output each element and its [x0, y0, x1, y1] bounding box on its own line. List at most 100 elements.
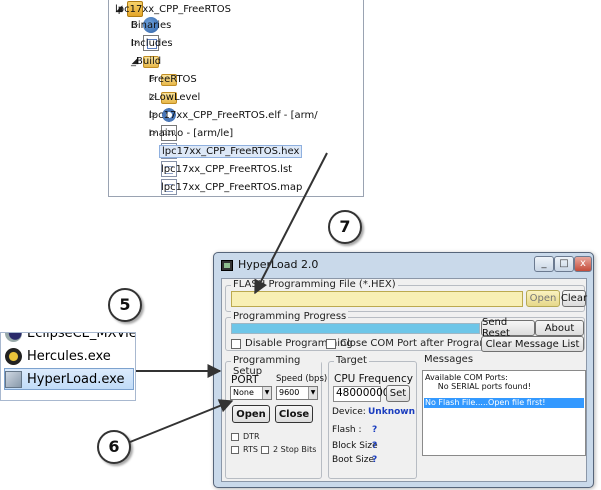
tree-item-freertos[interactable]: ▷ FreeRTOS: [147, 70, 197, 88]
message-line-selected[interactable]: No Flash File.....Open file first!: [424, 398, 584, 408]
tree-item-project[interactable]: ◢ lpc17xx_CPP_FreeRTOS: [113, 0, 231, 18]
port-select[interactable]: None ▼: [230, 386, 272, 400]
cpu-frequency-input[interactable]: 48000000: [333, 386, 389, 402]
flash-file-path-input[interactable]: [231, 291, 523, 307]
list-item-hercules[interactable]: Hercules.exe: [5, 345, 111, 367]
expanded-arrow-icon[interactable]: ◢: [131, 56, 139, 66]
programming-progress-bar: [231, 323, 480, 334]
checkbox-box[interactable]: [231, 338, 241, 349]
flash-value: ?: [372, 425, 378, 435]
clear-file-button[interactable]: Clear: [561, 290, 587, 307]
collapsed-arrow-icon[interactable]: ▷: [149, 92, 157, 102]
list-item-eclipse[interactable]: EclipseCE_MXView: [5, 332, 136, 344]
checkbox-label: RTS: [243, 445, 258, 454]
message-line: Available COM Ports:: [425, 373, 508, 382]
programming-progress-label: Programming Progress: [231, 311, 349, 322]
about-button[interactable]: About: [535, 320, 584, 336]
two-stop-bits-checkbox[interactable]: 2 Stop Bits: [261, 445, 316, 454]
flash-label: Flash :: [332, 425, 362, 435]
checkbox-box[interactable]: [231, 432, 239, 441]
tree-item-elf[interactable]: ▷ lpc17xx_CPP_FreeRTOS.elf - [arm/: [147, 106, 318, 124]
tree-item-zlowlevel[interactable]: ▷ zLowLevel: [147, 88, 200, 106]
port-select-value: None: [233, 388, 254, 397]
close-window-button[interactable]: x: [574, 256, 592, 272]
open-port-button[interactable]: Open: [232, 405, 270, 423]
speed-label: Speed (bps): [276, 374, 328, 384]
callout-five: 5: [108, 288, 142, 322]
close-port-button[interactable]: Close: [275, 405, 313, 423]
project-explorer-tree: ◢ lpc17xx_CPP_FreeRTOS ▷ Binaries ▷ Incl…: [108, 0, 364, 197]
message-line: No SERIAL ports found!: [425, 382, 531, 391]
close-com-port-checkbox[interactable]: Close COM Port after Programming: [326, 338, 514, 349]
file-explorer-list: EclipseCE_MXView Hercules.exe HyperLoad.…: [0, 332, 136, 401]
checkbox-box[interactable]: [231, 445, 239, 454]
clear-message-list-button[interactable]: Clear Message List: [481, 336, 584, 352]
target-group: Target: [328, 355, 417, 479]
list-item-label: HyperLoad.exe: [27, 371, 125, 387]
tree-item-label: _Build: [131, 55, 162, 67]
messages-group: Messages: [420, 354, 586, 481]
includes-icon: [143, 35, 159, 51]
chevron-down-icon[interactable]: ▼: [262, 387, 271, 399]
target-group-label: Target: [334, 355, 369, 366]
tree-item-build[interactable]: ◢ _Build: [129, 52, 162, 70]
collapsed-arrow-icon[interactable]: ▷: [149, 110, 157, 120]
collapsed-arrow-icon[interactable]: ▷: [131, 20, 139, 30]
tree-item-label: lpc17xx_CPP_FreeRTOS.map: [161, 181, 303, 193]
collapsed-arrow-icon[interactable]: ▷: [149, 128, 157, 138]
folder-icon: [161, 74, 177, 86]
checkbox-label: DTR: [243, 432, 260, 441]
programming-setup-group: Programming Setup: [225, 355, 322, 479]
eclipse-icon: [5, 333, 22, 342]
checkbox-box[interactable]: [326, 338, 336, 349]
hercules-icon: [5, 347, 22, 365]
tree-item-map-file[interactable]: lpc17xx_CPP_FreeRTOS.map: [159, 178, 302, 196]
dtr-checkbox[interactable]: DTR: [231, 432, 260, 441]
tree-item-includes[interactable]: ▷ Includes: [129, 34, 173, 52]
checkbox-label: Close COM Port after Programming: [340, 338, 515, 349]
tree-item-label: FreeRTOS: [149, 73, 197, 85]
collapsed-arrow-icon[interactable]: ▷: [149, 74, 157, 84]
block-size-label: Block Size: [332, 441, 378, 451]
expanded-arrow-icon[interactable]: ◢: [115, 4, 123, 14]
open-file-button[interactable]: Open: [526, 290, 560, 307]
chevron-down-icon[interactable]: ▼: [308, 387, 317, 399]
maximize-button[interactable]: □: [554, 256, 574, 272]
flash-file-group-label: FLASH Programming File (*.HEX): [231, 279, 398, 290]
tree-item-label: Binaries: [131, 19, 172, 31]
list-item-hyperload[interactable]: HyperLoad.exe: [4, 368, 134, 390]
speed-select[interactable]: 9600 ▼: [276, 386, 318, 400]
tree-item-label: zLowLevel: [149, 91, 201, 103]
messages-list[interactable]: Available COM Ports: No SERIAL ports fou…: [422, 370, 586, 456]
callout-seven: 7: [328, 210, 362, 244]
tree-item-label: lpc17xx_CPP_FreeRTOS: [115, 3, 231, 15]
tree-item-hex-file[interactable]: lpc17xx_CPP_FreeRTOS.hex: [159, 142, 303, 160]
disable-programming-checkbox[interactable]: Disable Programming: [231, 338, 353, 349]
window-titlebar[interactable]: HyperLoad 2.0 _ □ x: [214, 253, 593, 277]
object-file-icon: 010: [161, 125, 177, 141]
tree-item-main-o[interactable]: ▷ 010 main.o - [arm/le]: [147, 124, 233, 142]
folder-icon: [161, 92, 177, 104]
port-label: PORT: [231, 374, 259, 386]
file-icon: [161, 161, 177, 177]
rts-checkbox[interactable]: RTS: [231, 445, 258, 454]
list-item-label: EclipseCE_MXView: [27, 332, 136, 341]
boot-size-value: ?: [372, 455, 378, 465]
checkbox-box[interactable]: [261, 445, 269, 454]
programming-progress-group: Programming Progress: [225, 311, 585, 351]
block-size-value: ?: [372, 441, 378, 451]
set-frequency-button[interactable]: Set: [386, 385, 410, 402]
tree-item-label: Includes: [131, 37, 173, 49]
collapsed-arrow-icon[interactable]: ▷: [131, 38, 139, 48]
speed-select-value: 9600: [279, 388, 300, 397]
callout-six: 6: [97, 430, 131, 464]
tree-item-label: main.o - [arm/le]: [149, 127, 234, 139]
minimize-button[interactable]: _: [534, 256, 554, 272]
file-icon: [161, 179, 177, 195]
send-reset-button[interactable]: Send Reset: [481, 317, 535, 339]
hyperload-icon: [5, 370, 22, 388]
tree-item-lst-file[interactable]: lpc17xx_CPP_FreeRTOS.lst: [159, 160, 292, 178]
boot-size-label: Boot Size: [332, 455, 375, 465]
tree-item-binaries[interactable]: ▷ Binaries: [129, 16, 171, 34]
tree-item-label: lpc17xx_CPP_FreeRTOS.elf - [arm/: [149, 109, 318, 121]
